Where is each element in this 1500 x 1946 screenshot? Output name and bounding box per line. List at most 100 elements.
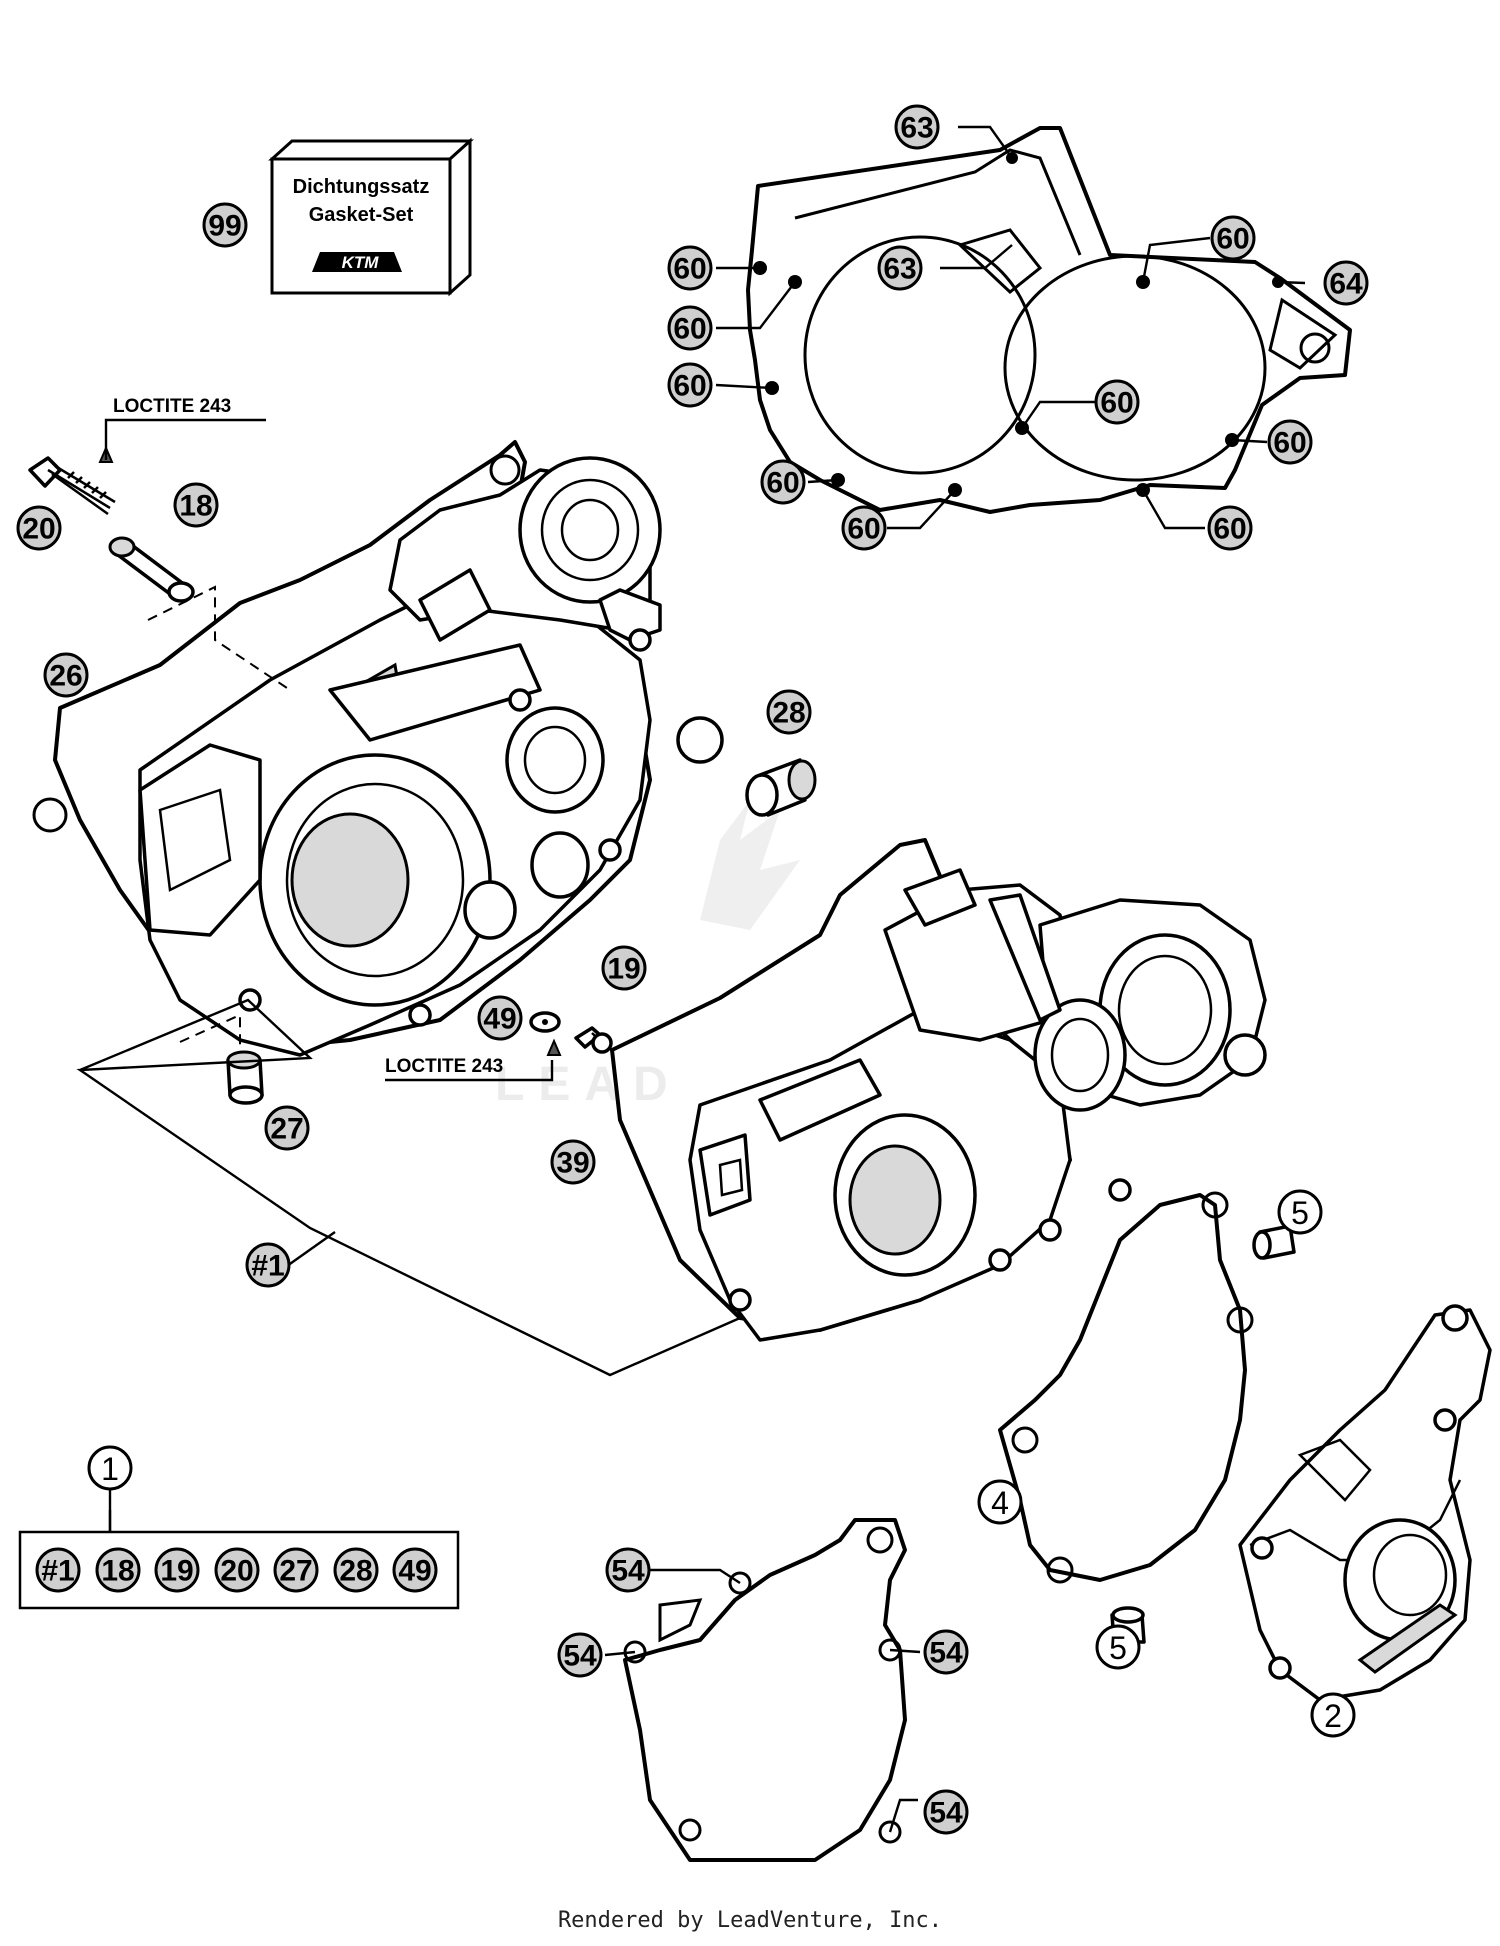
callout-5-bottom[interactable]: 5 xyxy=(1095,1624,1141,1670)
svg-text:39: 39 xyxy=(556,1147,589,1180)
svg-text:60: 60 xyxy=(673,253,706,286)
dash-guide-18 xyxy=(147,585,291,691)
svg-text:64: 64 xyxy=(1329,268,1363,301)
clutch-cover-gasket xyxy=(746,126,1352,514)
callout-5-top[interactable]: 5 xyxy=(1277,1189,1323,1235)
svg-text:49: 49 xyxy=(483,1003,516,1036)
bolt-20 xyxy=(28,445,116,516)
callout-54-d[interactable]: 54 xyxy=(923,1789,969,1835)
svg-text:1: 1 xyxy=(101,1451,119,1487)
svg-text:5: 5 xyxy=(1109,1630,1127,1666)
kit-item-19[interactable]: 19 xyxy=(154,1547,200,1593)
callout-54-b[interactable]: 54 xyxy=(557,1632,603,1678)
svg-text:28: 28 xyxy=(339,1555,372,1588)
svg-text:63: 63 xyxy=(900,112,933,145)
watermark: LEAD xyxy=(495,800,800,1111)
svg-text:#1: #1 xyxy=(251,1250,284,1283)
svg-text:28: 28 xyxy=(772,697,805,730)
dowel-sleeve-28 xyxy=(745,758,817,817)
svg-text:60: 60 xyxy=(1213,513,1246,546)
callout-60-i[interactable]: 60 xyxy=(1207,505,1253,551)
kit-item-20[interactable]: 20 xyxy=(214,1547,260,1593)
svg-text:54: 54 xyxy=(929,1637,963,1670)
svg-text:19: 19 xyxy=(160,1555,193,1588)
callout-63-mid[interactable]: 63 xyxy=(877,245,923,291)
svg-text:60: 60 xyxy=(1100,387,1133,420)
footer-credit: Rendered by LeadVenture, Inc. xyxy=(557,1908,943,1933)
svg-text:60: 60 xyxy=(673,313,706,346)
svg-text:60: 60 xyxy=(1273,427,1306,460)
kit-item-27[interactable]: 27 xyxy=(273,1547,319,1593)
svg-text:4: 4 xyxy=(991,1485,1009,1521)
callout-60-d[interactable]: 60 xyxy=(1210,215,1256,261)
svg-text:60: 60 xyxy=(847,513,880,546)
svg-text:18: 18 xyxy=(101,1555,134,1588)
svg-text:LEAD: LEAD xyxy=(495,1058,682,1111)
svg-text:54: 54 xyxy=(563,1640,597,1673)
svg-text:54: 54 xyxy=(929,1797,963,1830)
callout-63-top[interactable]: 63 xyxy=(894,104,940,150)
svg-text:27: 27 xyxy=(270,1113,303,1146)
callout-28[interactable]: 28 xyxy=(766,689,812,735)
svg-text:63: 63 xyxy=(883,253,916,286)
callout-60-c[interactable]: 60 xyxy=(667,362,713,408)
svg-text:20: 20 xyxy=(220,1555,253,1588)
svg-text:2: 2 xyxy=(1324,1698,1342,1734)
ignition-cover-gasket xyxy=(998,1191,1254,1584)
callout-60-h[interactable]: 60 xyxy=(841,505,887,551)
callout-19[interactable]: 19 xyxy=(601,945,647,991)
callout-27[interactable]: 27 xyxy=(264,1105,310,1151)
box-title-de: Dichtungssatz xyxy=(293,176,430,198)
callout-39[interactable]: 39 xyxy=(550,1139,596,1185)
svg-text:60: 60 xyxy=(766,467,799,500)
ktm-logo: KTM xyxy=(312,252,402,272)
dowel-sleeve-18 xyxy=(108,536,195,603)
right-crankcase-half xyxy=(610,838,1267,1342)
repair-kit-group: 1 #1 18 19 20 27 28 49 xyxy=(18,1445,460,1610)
svg-text:60: 60 xyxy=(673,370,706,403)
box-title-en: Gasket-Set xyxy=(309,204,414,226)
svg-text:54: 54 xyxy=(611,1555,645,1588)
callout-60-b[interactable]: 60 xyxy=(667,305,713,351)
callout-20[interactable]: 20 xyxy=(16,505,62,551)
callout-60-a[interactable]: 60 xyxy=(667,245,713,291)
callout-26[interactable]: 26 xyxy=(43,652,89,698)
callout-4[interactable]: 4 xyxy=(977,1479,1023,1525)
loctite-label-bottom: LOCTITE 243 xyxy=(385,1056,554,1082)
callout-99[interactable]: 99 xyxy=(202,202,248,248)
callout-2[interactable]: 2 xyxy=(1310,1692,1356,1738)
kit-item-18[interactable]: 18 xyxy=(95,1547,141,1593)
svg-text:#1: #1 xyxy=(41,1555,74,1588)
svg-text:26: 26 xyxy=(49,660,82,693)
callout-60-e[interactable]: 60 xyxy=(1094,379,1140,425)
kit-item-hash1[interactable]: #1 xyxy=(35,1547,81,1593)
svg-text:5: 5 xyxy=(1291,1195,1309,1231)
kit-item-28[interactable]: 28 xyxy=(333,1547,379,1593)
leader-lines-54 xyxy=(604,1568,921,1833)
ignition-cover xyxy=(1238,1304,1492,1702)
leader-lines-top xyxy=(715,125,1306,530)
callout-60-g[interactable]: 60 xyxy=(760,459,806,505)
svg-text:99: 99 xyxy=(208,210,241,243)
kit-item-49[interactable]: 49 xyxy=(392,1547,438,1593)
callout-18[interactable]: 18 xyxy=(173,482,219,528)
callout-49[interactable]: 49 xyxy=(477,995,523,1041)
svg-text:49: 49 xyxy=(398,1555,431,1588)
svg-text:LOCTITE 243: LOCTITE 243 xyxy=(385,1056,503,1077)
svg-text:60: 60 xyxy=(1216,223,1249,256)
callout-64[interactable]: 64 xyxy=(1323,260,1369,306)
callout-54-c[interactable]: 54 xyxy=(923,1629,969,1675)
gasket-set-box[interactable]: Dichtungssatz Gasket-Set KTM xyxy=(268,137,474,297)
svg-text:19: 19 xyxy=(607,953,640,986)
callout-54-a[interactable]: 54 xyxy=(605,1547,651,1593)
dowel-sleeve-27 xyxy=(226,1050,264,1105)
callout-hash1[interactable]: #1 xyxy=(245,1242,291,1288)
callout-1[interactable]: 1 xyxy=(87,1445,133,1491)
crankcase-pair-bracket xyxy=(76,998,741,1377)
dowel-5-top xyxy=(1252,1224,1296,1260)
left-crankcase-half xyxy=(32,440,724,1057)
callout-60-f[interactable]: 60 xyxy=(1267,419,1313,465)
bracket-leader-h1 xyxy=(286,1231,336,1267)
loctite-label-top: LOCTITE 243 xyxy=(104,396,266,460)
